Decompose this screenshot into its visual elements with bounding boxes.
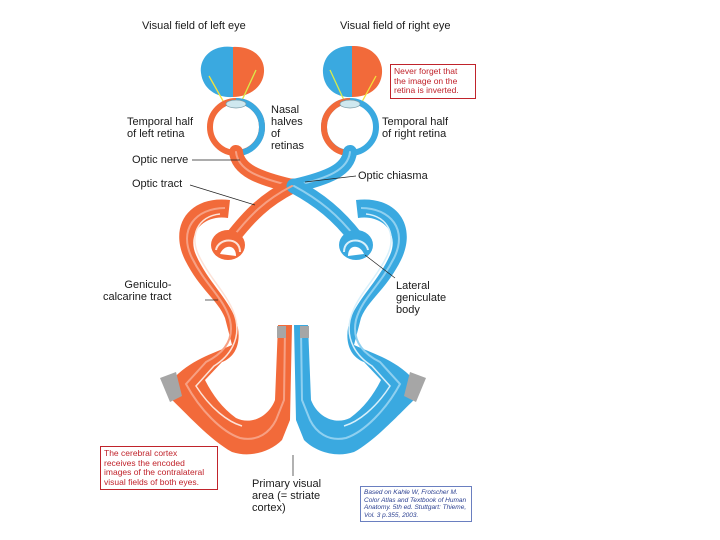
right-visual-field	[322, 45, 383, 98]
left-lateral-geniculate	[211, 230, 245, 260]
optic-chiasma-label: Optic chiasma	[358, 170, 428, 182]
leader-lines	[189, 159, 396, 476]
left-visual-field	[200, 46, 265, 98]
optic-tract-label: Optic tract	[132, 178, 183, 190]
right-lateral-geniculate	[339, 230, 373, 260]
left-geniculocalcarine-tract	[170, 199, 292, 455]
source-citation: Based on Kahle W, Frotscher M.Color Atla…	[360, 486, 472, 522]
optic-nerve-label: Optic nerve	[132, 154, 189, 166]
cortex-gray-caps	[160, 326, 426, 402]
optic-tracts	[224, 178, 364, 246]
geniculocalcarine-label: Geniculo-calcarine tract	[103, 279, 172, 303]
left-visual-field-label: Visual field of left eye	[142, 20, 246, 32]
right-geniculocalcarine-tract	[294, 199, 416, 455]
right-visual-field-label: Visual field of right eye	[340, 20, 451, 32]
